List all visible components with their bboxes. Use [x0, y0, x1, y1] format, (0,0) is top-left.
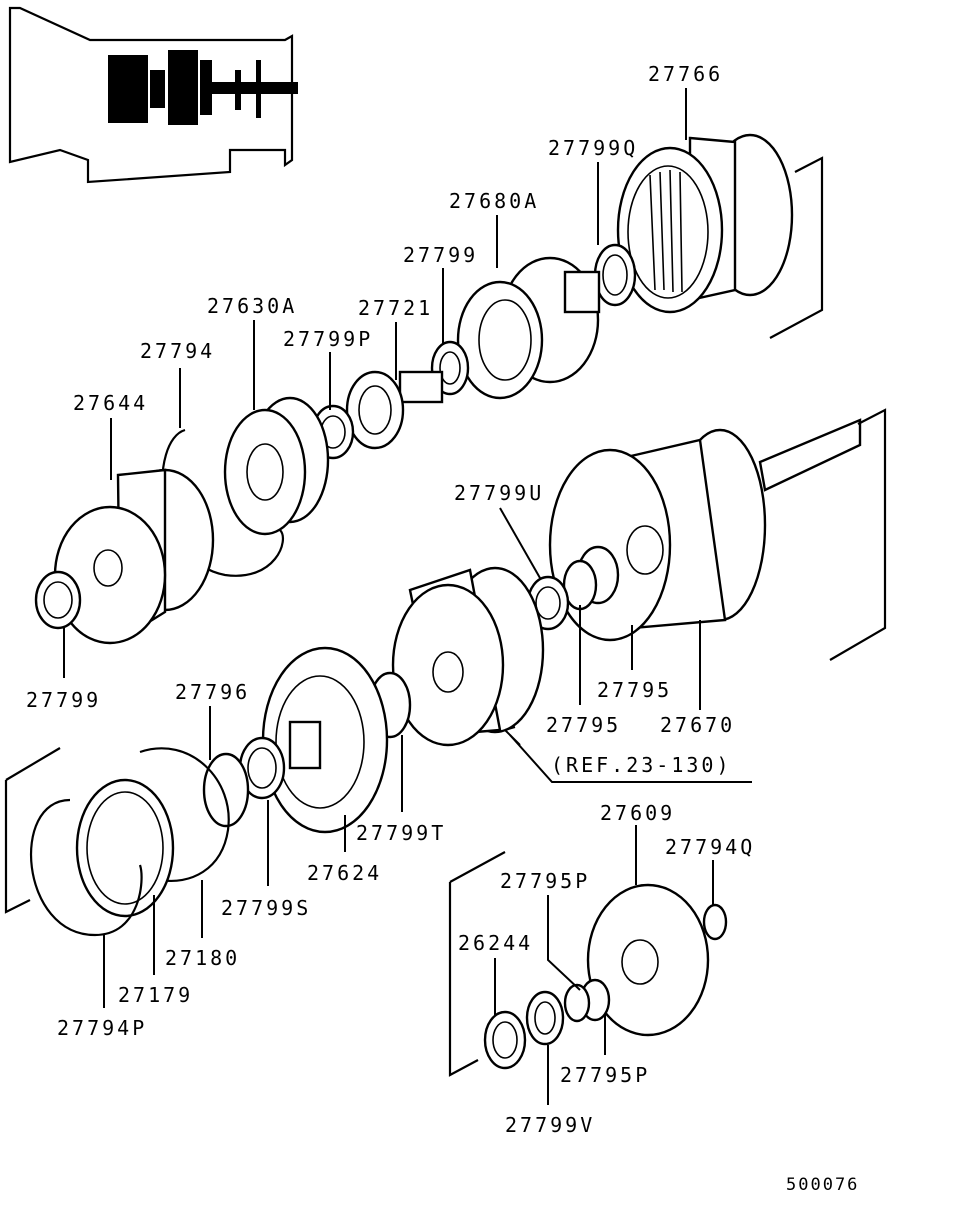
part-27795-rings: [562, 545, 620, 611]
part-27180-band: [139, 747, 230, 882]
part-27794Q-ring: [702, 903, 728, 941]
leader-lines: [63, 88, 752, 1105]
label-27799-left: 27799: [26, 688, 101, 712]
label-27799S: 27799S: [221, 896, 311, 920]
label-27179: 27179: [118, 983, 193, 1007]
label-27799-top: 27799: [403, 243, 478, 267]
label-27794Q: 27794Q: [665, 835, 755, 859]
assembly-brackets: [4, 156, 887, 1077]
label-27670: 27670: [660, 713, 735, 737]
part-27794P-snap-ring: [30, 798, 143, 937]
label-27795P-top: 27795P: [500, 869, 590, 893]
label-27799Q: 27799Q: [548, 136, 638, 160]
part-27799V-washer: [525, 990, 565, 1046]
part-ref-clutch-drum: [391, 566, 545, 747]
part-27179-ring: [75, 778, 175, 918]
label-27624: 27624: [307, 861, 382, 885]
part-26244-seal: [483, 1010, 527, 1070]
label-27721: 27721: [358, 296, 433, 320]
part-27670-output-drum: [548, 418, 862, 642]
label-27799P: 27799P: [283, 327, 373, 351]
part-27644-clutch-hub: [53, 468, 215, 645]
part-27680A-planetary: [456, 256, 601, 400]
label-27795P-bot: 27795P: [560, 1063, 650, 1087]
label-27795-b: 27795: [546, 713, 621, 737]
label-27794: 27794: [140, 339, 215, 363]
part-27609-sprocket: [586, 883, 710, 1037]
part-27624-sun-gear-drum: [261, 646, 389, 834]
label-27180: 27180: [165, 946, 240, 970]
label-26244: 26244: [458, 931, 533, 955]
label-27630A: 27630A: [207, 294, 297, 318]
label-27795-a: 27795: [597, 678, 672, 702]
label-27680A: 27680A: [449, 189, 539, 213]
part-27796-ring: [202, 752, 250, 828]
label-27799V: 27799V: [505, 1113, 595, 1137]
part-27721-gear-shaft: [345, 370, 444, 450]
label-ref-23-130: (REF.23-130): [551, 753, 732, 777]
diagram-code: 500076: [786, 1175, 859, 1195]
label-27799U: 27799U: [454, 481, 544, 505]
label-27796: 27796: [175, 680, 250, 704]
part-27630A-carrier: [223, 396, 330, 536]
label-27799T: 27799T: [356, 821, 446, 845]
label-27794P: 27794P: [57, 1016, 147, 1040]
label-27609: 27609: [600, 801, 675, 825]
part-27799-left-washer: [34, 570, 82, 630]
part-27795P-rings: [563, 978, 611, 1023]
part-27799Q-washer: [593, 243, 637, 307]
label-27766: 27766: [648, 62, 723, 86]
part-labels: 27766 27799Q 27680A 27799 27721 27630A 2…: [26, 62, 859, 1195]
transmission-locator-thumbnail: [8, 6, 298, 184]
label-27644: 27644: [73, 391, 148, 415]
transmission-highlight-icon: [108, 50, 298, 125]
part-27766-drum: [616, 133, 794, 314]
